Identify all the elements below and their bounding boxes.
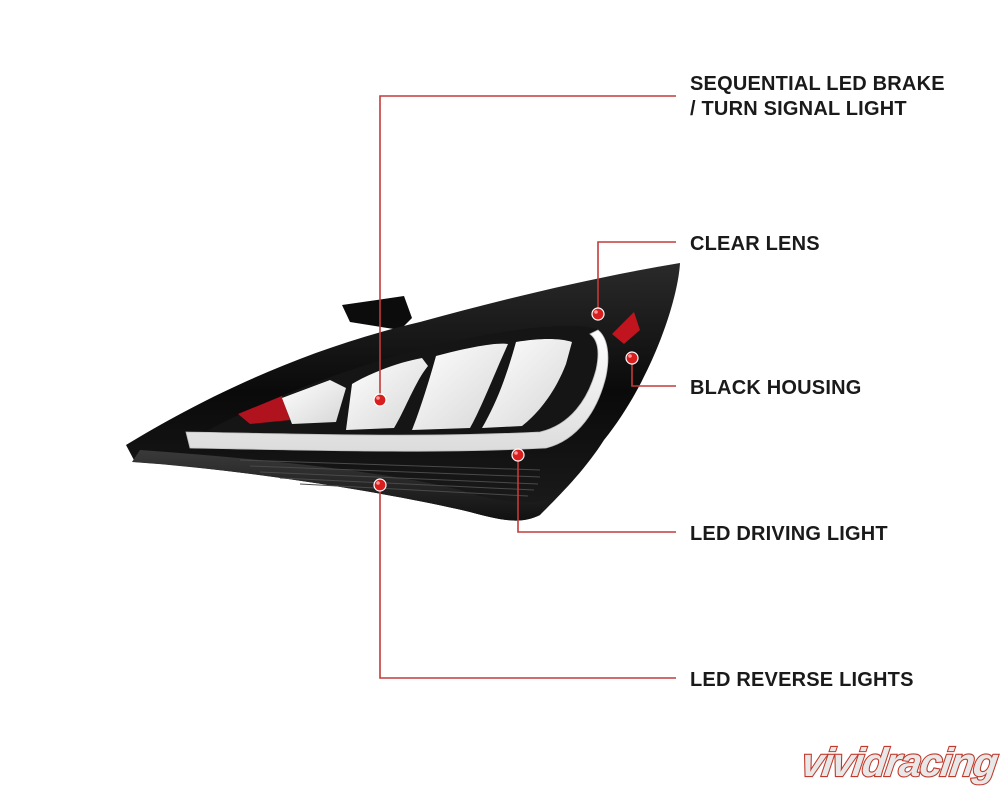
logo-text: vividracing — [799, 740, 1000, 785]
led-panel-1 — [282, 380, 346, 424]
sequential-led-panels — [282, 339, 572, 430]
callout-labels: SEQUENTIAL LED BRAKE / TURN SIGNAL LIGHT… — [690, 73, 945, 691]
leader-black-housing — [631, 358, 676, 387]
housing-lower-trim — [132, 450, 548, 521]
label-sequential-line2: / TURN SIGNAL LIGHT — [690, 98, 907, 120]
housing-top-tab — [342, 296, 412, 330]
callout-marker-dots — [373, 307, 639, 492]
callout-leader-lines — [379, 95, 676, 679]
led-panel-4 — [482, 339, 572, 428]
led-driving-light-bar — [185, 329, 609, 452]
led-panel-3 — [412, 343, 508, 430]
red-insert-right — [612, 312, 640, 344]
label-black-housing: BLACK HOUSING — [690, 377, 862, 399]
label-sequential-line1: SEQUENTIAL LED BRAKE — [690, 73, 945, 95]
red-accent-inserts — [238, 312, 640, 424]
label-led-reverse: LED REVERSE LIGHTS — [690, 669, 914, 691]
marker-sequential — [373, 393, 387, 407]
marker-led-driving — [511, 448, 525, 462]
reverse-light-ridges — [239, 459, 541, 497]
leader-sequential — [379, 95, 676, 398]
marker-black-housing — [625, 351, 639, 365]
leader-led-driving — [517, 456, 676, 533]
label-clear-lens: CLEAR LENS — [690, 233, 820, 255]
leader-clear-lens — [597, 241, 676, 314]
marker-clear-lens — [591, 307, 605, 321]
marker-led-reverse — [373, 478, 387, 492]
label-led-driving: LED DRIVING LIGHT — [690, 523, 888, 545]
leader-led-reverse — [379, 484, 676, 679]
led-panel-2 — [346, 358, 428, 430]
red-insert-left — [238, 396, 290, 424]
vividracing-logo: vividracing — [798, 739, 1000, 786]
